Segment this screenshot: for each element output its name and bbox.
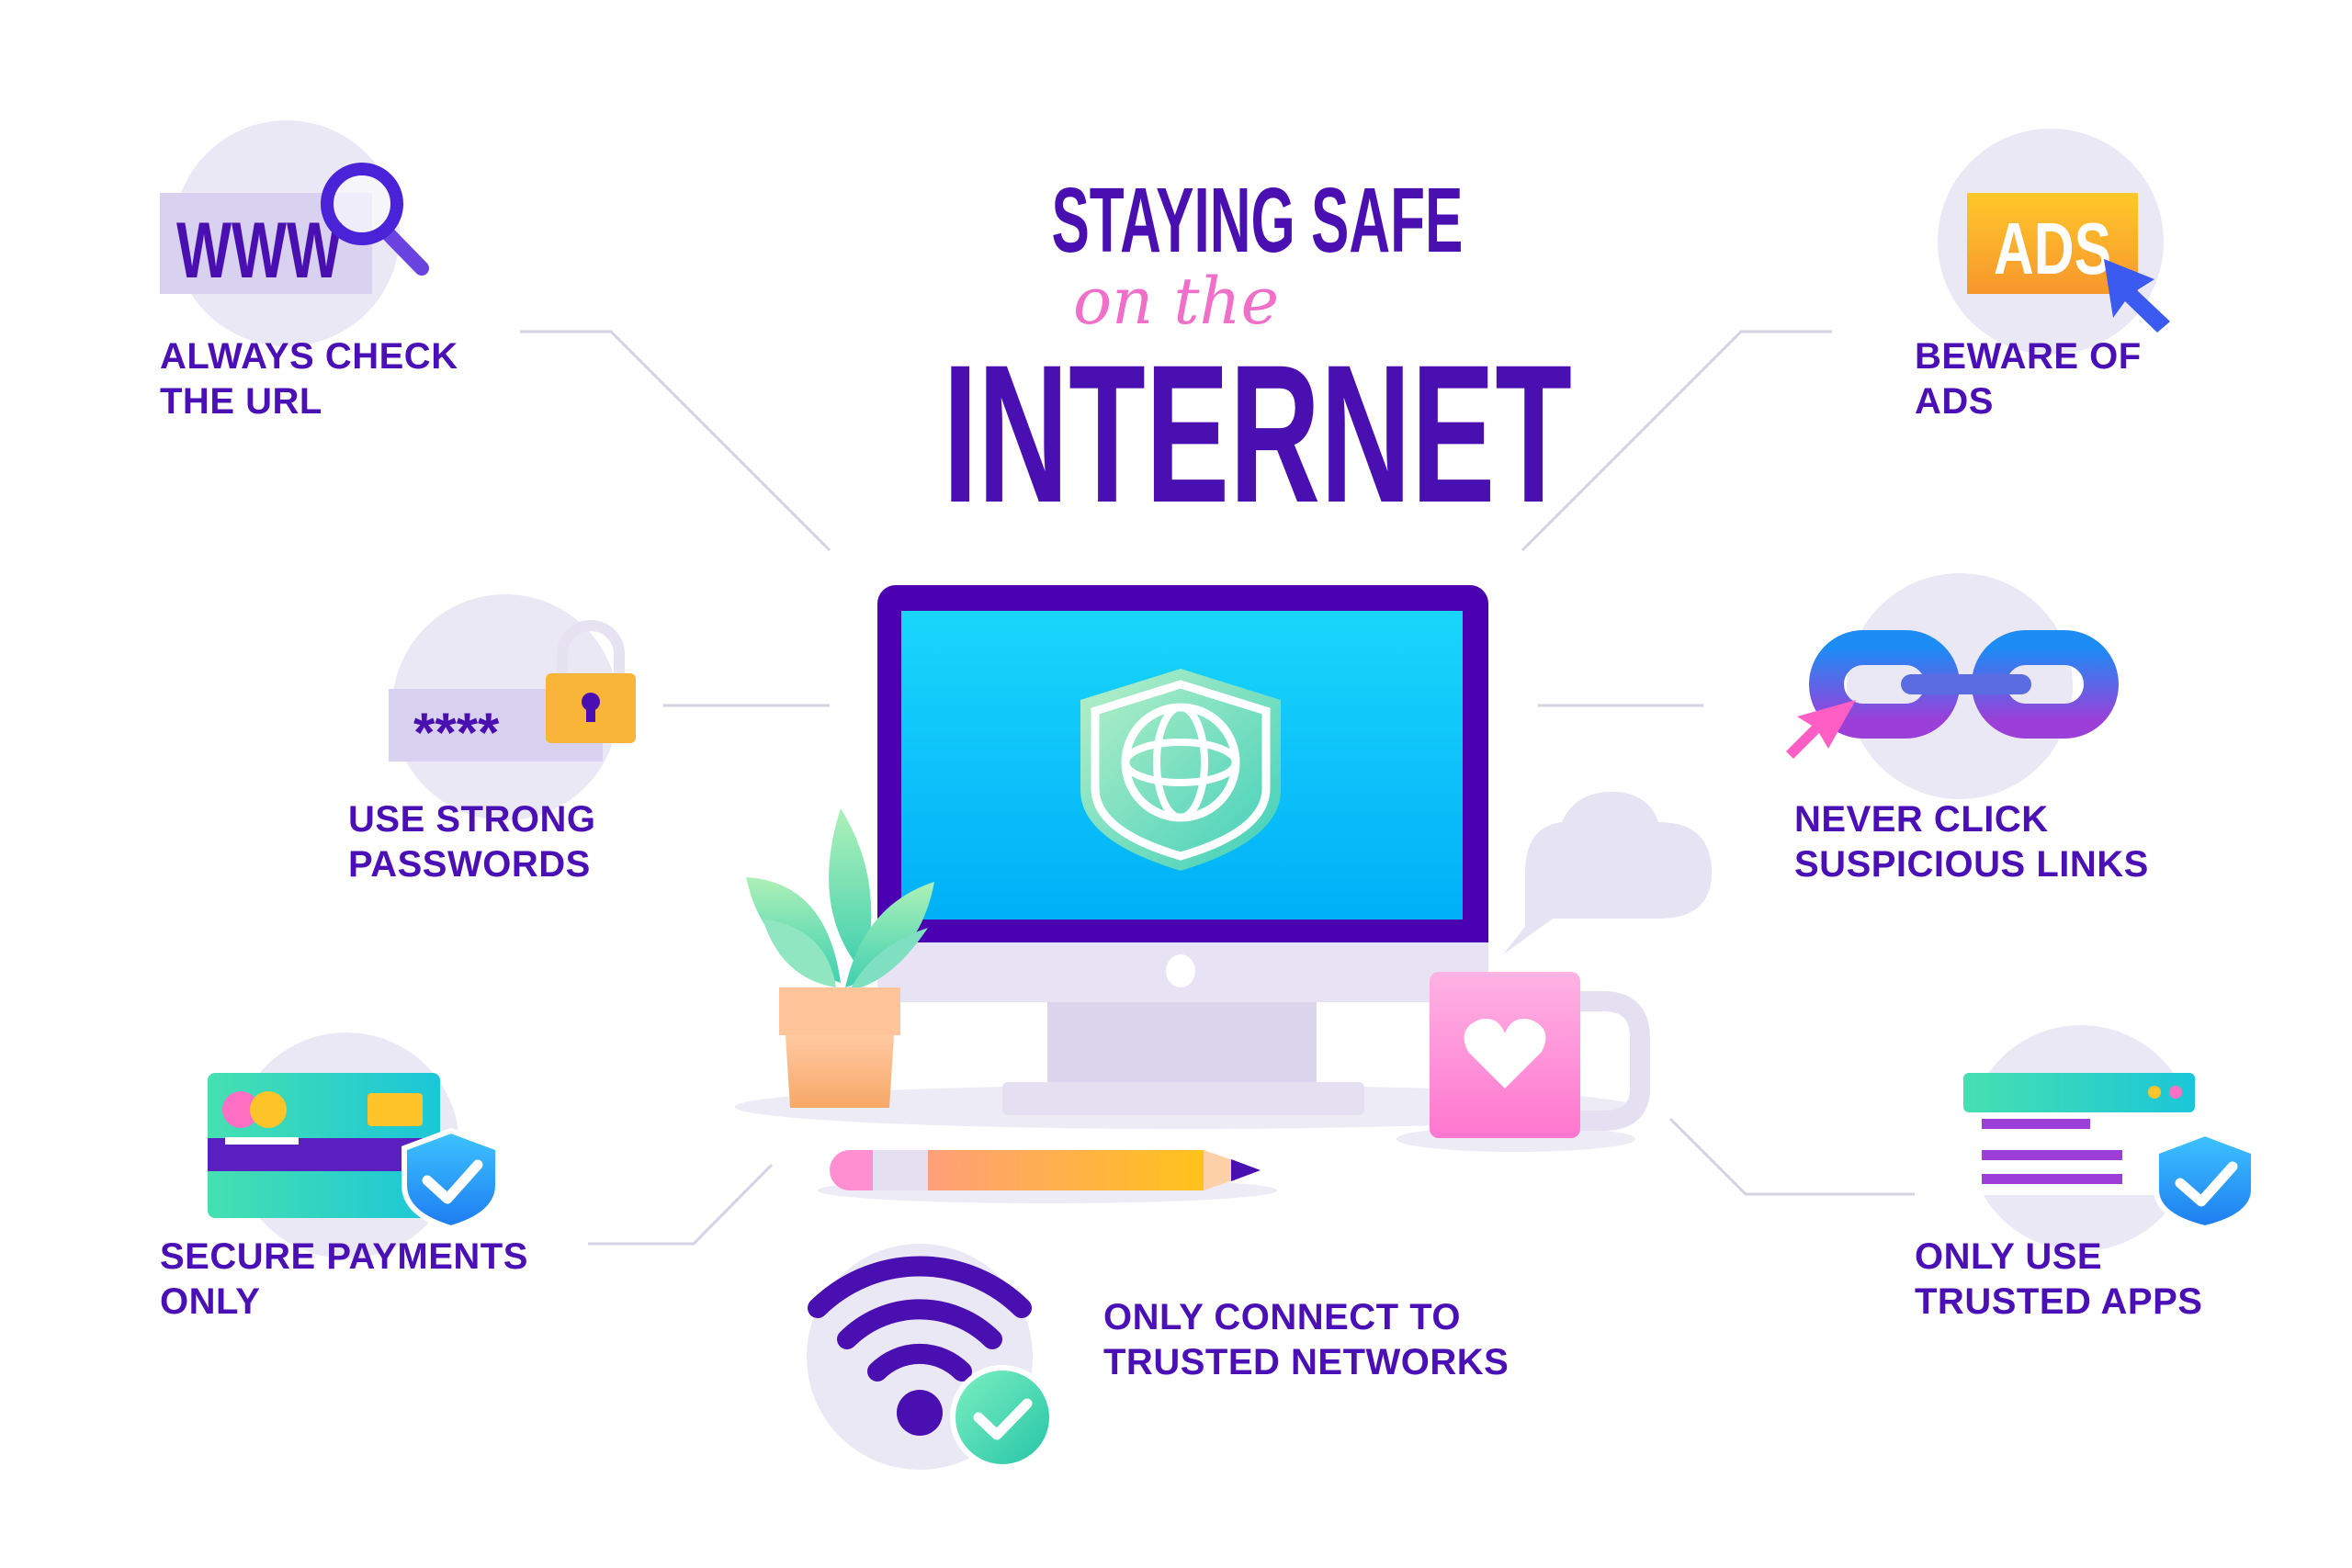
plant-icon (746, 808, 934, 1108)
pencil-icon (830, 1150, 1261, 1190)
tip-line: USE STRONG (348, 799, 596, 840)
tip-trusted-apps: ONLY USE TRUSTED APPS (1915, 1235, 2202, 1325)
www-text: WWW (176, 207, 343, 295)
title-staying-safe: STAYING SAFE (1051, 169, 1464, 272)
tip-line: PASSWORDS (348, 844, 591, 885)
password-text: **** (413, 702, 500, 763)
title-internet: INTERNET (943, 324, 1572, 544)
app-window-shield-icon (1963, 1073, 2256, 1232)
tip-trusted-networks: ONLY CONNECT TO TRUSTED NETWORKS (1103, 1295, 1509, 1385)
tip-line: ONLY USE (1915, 1236, 2103, 1277)
monitor (877, 585, 1488, 1115)
tip-line: ADS (1915, 381, 1994, 422)
cloud-icon (1502, 791, 1712, 955)
tip-beware-of-ads: BEWARE OF ADS (1915, 334, 2142, 424)
tip-line: BEWARE OF (1915, 336, 2142, 377)
mug-icon (1430, 972, 1650, 1138)
tip-line: TRUSTED APPS (1915, 1281, 2203, 1322)
tip-line: ONLY (160, 1281, 261, 1322)
tip-line: ONLY CONNECT TO (1103, 1297, 1462, 1337)
tip-line: SECURE PAYMENTS (160, 1236, 528, 1277)
shield-globe-icon (1080, 669, 1281, 871)
tip-suspicious-links: NEVER CLICK SUSPICIOUS LINKS (1794, 797, 2149, 887)
tip-strong-passwords: USE STRONG PASSWORDS (348, 797, 595, 887)
password-lock-icon: **** (389, 620, 636, 763)
tip-line: TRUSTED NETWORKS (1103, 1342, 1510, 1382)
credit-card-shield-icon (208, 1073, 501, 1232)
chain-link-icon (1786, 630, 2119, 759)
connector-lines (520, 330, 1915, 1246)
wifi-check-icon (808, 1256, 1055, 1470)
tip-line: THE URL (160, 381, 322, 422)
www-magnifier-icon: WWW (160, 163, 429, 295)
tip-line: ALWAYS CHECK (160, 336, 458, 377)
tip-line: SUSPICIOUS LINKS (1794, 844, 2149, 885)
tip-always-check-url: ALWAYS CHECK THE URL (160, 334, 458, 424)
title-on-the: on the (1072, 264, 1280, 339)
tip-line: NEVER CLICK (1794, 799, 2049, 840)
ads-text: ADS (1994, 208, 2111, 289)
ads-cursor-icon: ADS (1967, 193, 2170, 333)
tip-secure-payments: SECURE PAYMENTS ONLY (160, 1235, 528, 1325)
